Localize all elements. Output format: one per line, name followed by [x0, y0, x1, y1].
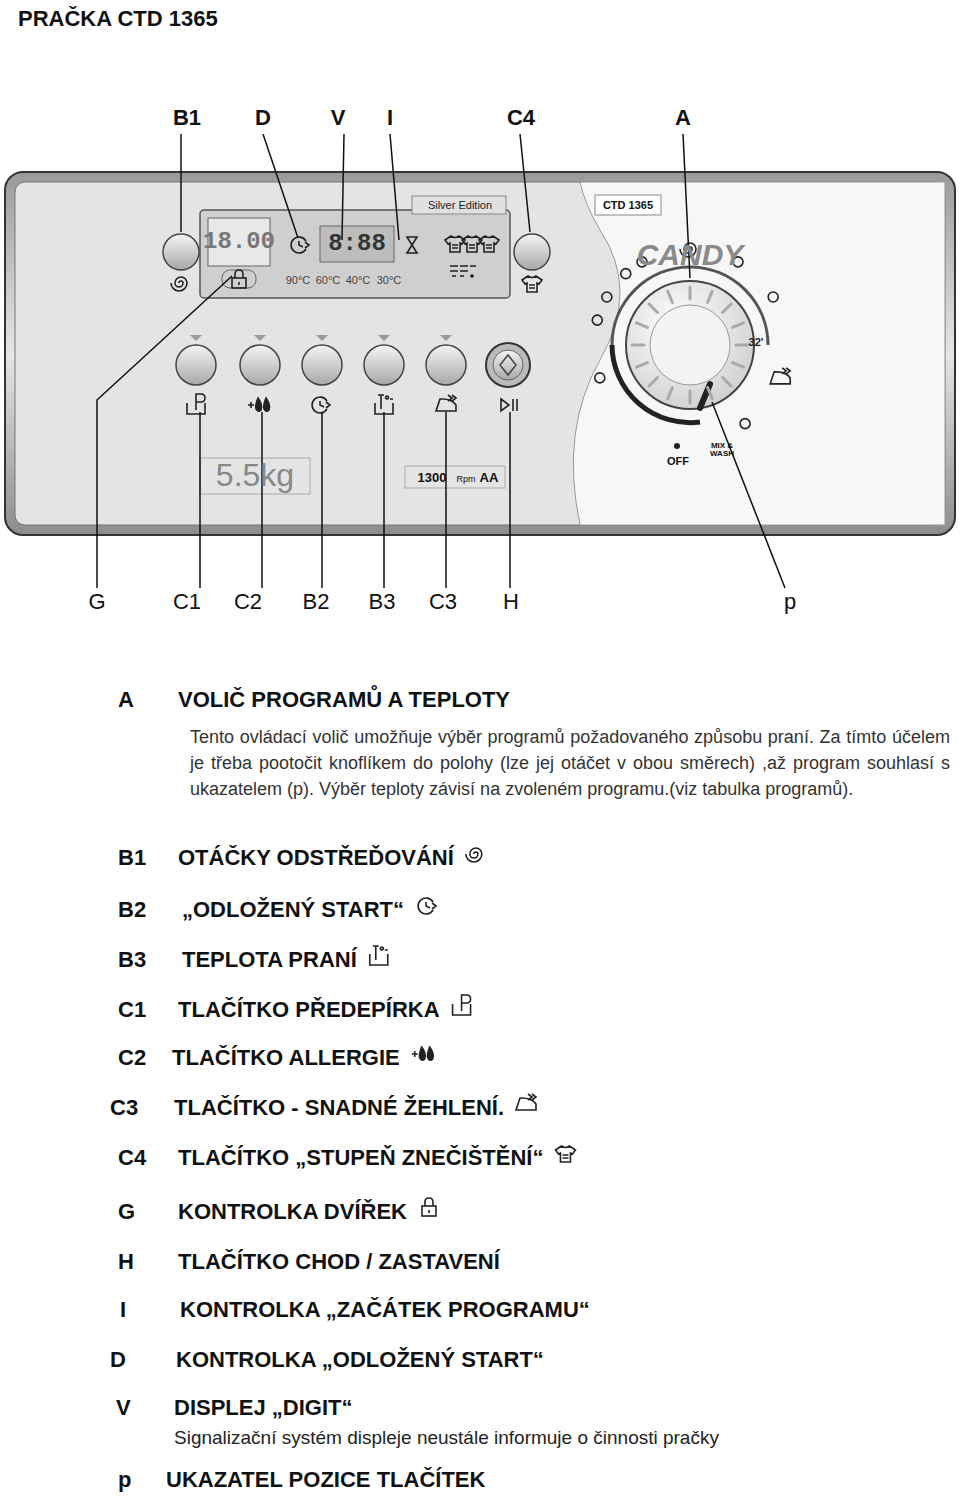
shirt-icon [445, 236, 465, 252]
legend-text: C2 [118, 1045, 146, 1070]
legend-text: A [118, 687, 134, 712]
bars-icon [450, 266, 476, 278]
panel-marking: CANDY [637, 238, 744, 273]
legend-text: TLAČÍTKO CHOD / ZASTAVENÍ [178, 1249, 500, 1274]
shirt-icon [555, 1146, 575, 1162]
callout-letter: B1 [173, 105, 201, 130]
legend-text: B2 [118, 897, 146, 922]
panel-marking: 5.5kg [216, 457, 294, 494]
spin-icon [171, 277, 187, 291]
shirt-icon [522, 276, 542, 292]
panel-marking: Rpm [456, 474, 475, 484]
page-title: PRAČKA CTD 1365 [18, 6, 218, 31]
legend-text: TLAČÍTKO ALLERGIE [172, 1045, 400, 1070]
callout-letter: I [387, 105, 393, 130]
play-icon [501, 399, 517, 411]
panel-marking: OFF [667, 455, 689, 468]
dot-icon [602, 292, 612, 302]
callout-letter: B3 [369, 589, 396, 614]
iron-icon [516, 1094, 536, 1110]
leader-lines [97, 134, 785, 588]
spin-icon [466, 848, 482, 862]
panel-marking: MIX & WASH [700, 442, 744, 458]
legend-text: KONTROLKA „ODLOŽENÝ START“ [176, 1347, 544, 1372]
legend-text: B3 [118, 947, 146, 972]
legend-text: B1 [118, 845, 146, 870]
panel-marking: 8:88 [328, 230, 386, 258]
dot-icon [621, 269, 631, 279]
callout-letter: B2 [303, 589, 330, 614]
legend-text: D [110, 1347, 126, 1372]
panel-marking: 1300 [418, 471, 447, 486]
panel-marking: 60°C [316, 274, 341, 287]
legend-text: „ODLOŽENÝ START“ [182, 897, 404, 922]
panel-marking: CTD 1365 [603, 199, 653, 212]
panel-marking: 40°C [346, 274, 371, 287]
legend-text: C1 [118, 997, 146, 1022]
pre-icon [453, 995, 471, 1015]
panel-marking: Silver Edition [428, 199, 492, 212]
clock-icon [418, 898, 436, 914]
callout-letter: C4 [507, 105, 535, 130]
legend-text: G [118, 1199, 135, 1224]
legend-text: TEPLOTA PRANÍ [182, 947, 357, 972]
legend-text: VOLIČ PROGRAMŮ A TEPLOTY [178, 687, 510, 712]
panel-marking: 18.00 [203, 228, 275, 256]
legend-text: OTÁČKY ODSTŘEĎOVÁNÍ [178, 845, 454, 870]
legend-text: TLAČÍTKO PŘEDEPÍRKA [178, 997, 440, 1022]
panel-marking: AA [480, 471, 499, 486]
temp-icon [370, 946, 388, 965]
legend-text: V [116, 1395, 131, 1420]
iron-icon [770, 368, 790, 384]
panel-marking: 30°C [377, 274, 402, 287]
legend-text: TLAČÍTKO - SNADNÉ ŽEHLENÍ. [174, 1095, 504, 1120]
callout-letter: p [784, 589, 796, 614]
legend-text: KONTROLKA DVÍŘEK [178, 1199, 407, 1224]
callout-letter: A [675, 105, 691, 130]
legend-text: C4 [118, 1145, 146, 1170]
legend-text: C3 [110, 1095, 138, 1120]
panel-marking: 90°C [286, 274, 311, 287]
legend-text: Signalizační systém displeje neustále in… [174, 1427, 719, 1449]
legend-text: p [118, 1467, 131, 1492]
legend-text: H [118, 1249, 134, 1274]
hourglass-icon [407, 237, 417, 253]
dial-grooves [632, 287, 748, 403]
pre-icon [187, 394, 205, 414]
legend-text: I [120, 1297, 126, 1322]
callout-letter: C2 [234, 589, 262, 614]
legend-text: DISPLEJ „DIGIT“ [174, 1395, 352, 1420]
allergy-icon [412, 1047, 434, 1060]
legend-text: Tento ovládací volič umožňuje výběr prog… [190, 724, 950, 802]
shirt-icon [479, 236, 499, 252]
allergy-icon [248, 398, 270, 411]
legend-text: TLAČÍTKO „STUPEŇ ZNEČIŠTĚNÍ“ [178, 1145, 543, 1170]
dot-icon [740, 419, 750, 429]
callout-letter: V [331, 105, 346, 130]
lock-icon [422, 1198, 436, 1216]
callout-letter: C3 [429, 589, 457, 614]
iron-icon [436, 395, 456, 411]
shirt-icon [462, 236, 482, 252]
panel-icons [171, 236, 790, 429]
dot-icon [595, 373, 605, 383]
callout-letter: G [88, 589, 105, 614]
lock-icon [232, 270, 246, 288]
legend-text: UKAZATEL POZICE TLAČÍTEK [166, 1467, 485, 1492]
temp-icon [375, 395, 393, 414]
clock-icon [312, 397, 330, 413]
callout-letter: H [503, 589, 519, 614]
clock-icon [291, 237, 309, 253]
dot-icon [768, 292, 778, 302]
dot-icon [592, 315, 602, 325]
legend-text: KONTROLKA „ZAČÁTEK PROGRAMU“ [180, 1297, 590, 1322]
callout-letter: C1 [173, 589, 201, 614]
panel-marking: 32' [749, 336, 764, 349]
callout-letter: D [255, 105, 271, 130]
